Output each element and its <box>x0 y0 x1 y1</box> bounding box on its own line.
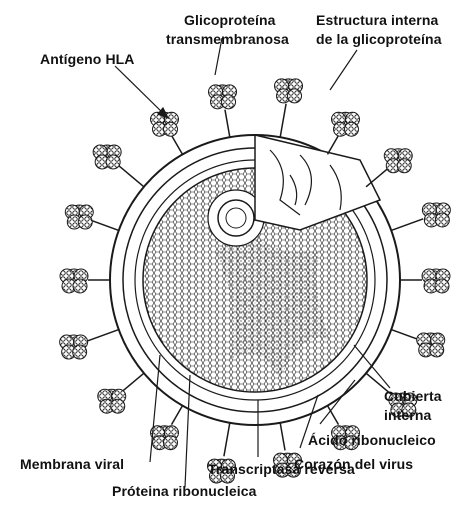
label-antigeno-hla: Antígeno HLA <box>40 51 135 67</box>
spike-head <box>98 389 126 413</box>
spike-stem <box>172 406 183 425</box>
spike-stem <box>118 165 144 187</box>
spike-head <box>151 426 179 450</box>
label-membrana-viral: Membrana viral <box>20 456 124 472</box>
spike-stem <box>92 221 118 231</box>
spike-stem <box>280 104 286 137</box>
spike-head <box>332 112 360 136</box>
label-transcriptasa-reversa: Transcriptasa reversa <box>208 461 355 477</box>
spike-head <box>422 269 450 293</box>
spike-stem <box>87 330 119 342</box>
spike-head <box>65 205 93 229</box>
label-glicoproteina-2: transmembranosa <box>166 31 289 47</box>
spike-stem <box>225 110 230 138</box>
label-cubierta-2: interna <box>384 407 431 423</box>
spike-head <box>422 203 450 227</box>
spike-stem <box>391 330 417 340</box>
spike-head <box>275 79 303 103</box>
label-glicoproteina-1: Glicoproteína <box>184 12 276 28</box>
spike-head <box>384 149 412 173</box>
spike-stem <box>224 423 230 456</box>
spike-head <box>60 269 88 293</box>
label-proteina-ribonucleica: Próteina ribonucleica <box>112 483 256 499</box>
spike-stem <box>280 423 285 451</box>
spike-head <box>209 85 237 109</box>
label-estructura-1: Estructura interna <box>316 12 438 28</box>
spike-stem <box>328 135 339 154</box>
spike-head <box>93 145 121 169</box>
label-cubierta-1: Cubierta <box>384 388 442 404</box>
label-acido-ribonucleico: Ácido ribonucleico <box>308 432 436 448</box>
spike-stem <box>391 219 423 231</box>
spike-head <box>417 333 445 357</box>
spike-head <box>60 335 88 359</box>
label-estructura-2: de la glicoproteína <box>316 31 442 47</box>
spike-stem <box>122 373 143 391</box>
spike-stem <box>172 135 183 154</box>
